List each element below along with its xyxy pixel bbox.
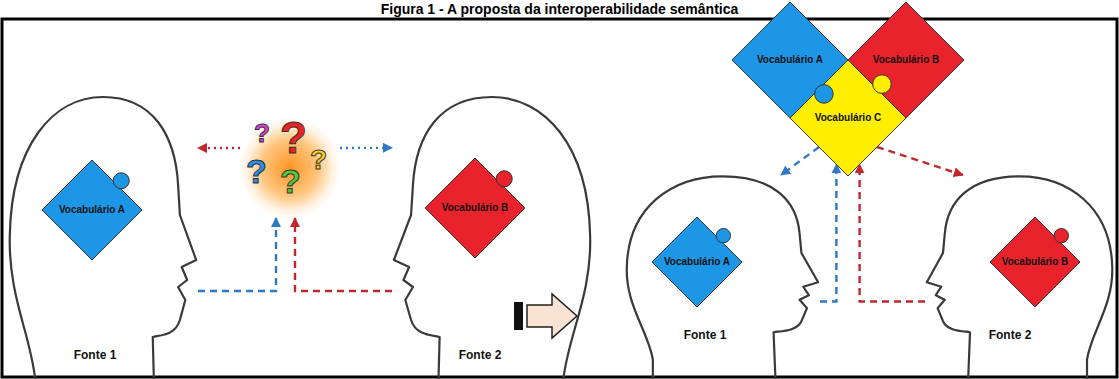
source-label: Fonte 2: [459, 348, 502, 362]
puzzle-knob: [716, 228, 730, 242]
puzzle-knob: [496, 171, 512, 187]
head-outline: [627, 176, 818, 379]
head-outline: [394, 97, 590, 379]
diamond-body: [425, 158, 525, 258]
connector-arrow: [340, 147, 392, 150]
vocabulary-label: Vocabulário A: [757, 54, 823, 66]
puzzle-knob: [1054, 228, 1068, 242]
puzzle-knob: [113, 173, 129, 189]
vocabulary-piece: Vocabulário B: [990, 217, 1080, 307]
source-head: Fonte 1 Vocabulário A: [8, 95, 198, 379]
connector-arrow: [295, 218, 392, 291]
diamond-body: [652, 217, 742, 307]
connector-arrow: [198, 147, 240, 150]
diamond-body: [790, 60, 906, 176]
puzzle-knob: [873, 75, 892, 94]
vocabulary-label: Vocabulário A: [664, 256, 730, 268]
transition-arrow: [527, 294, 577, 338]
diamond-body: [732, 2, 848, 118]
connector-arrow: [781, 147, 819, 175]
head-outline: [10, 97, 196, 379]
source-label: Fonte 1: [684, 328, 727, 342]
question-mark: ?: [254, 118, 270, 148]
source-label: Fonte 2: [989, 328, 1032, 342]
source-label: Fonte 1: [74, 348, 117, 362]
source-head: Fonte 1 Vocabulário A: [625, 175, 820, 379]
source-head: Fonte 2 Vocabulário B: [392, 95, 592, 379]
vocabulary-label: Vocabulário B: [873, 54, 940, 66]
connector-arrow: [820, 164, 836, 301]
question-mark: ?: [280, 113, 307, 162]
question-mark: ?: [246, 152, 267, 190]
vocabulary-label: Vocabulário A: [59, 204, 125, 216]
connector-arrow: [198, 218, 276, 291]
transition-bar: [514, 302, 523, 330]
connector-arrow: [877, 147, 963, 175]
vocabulary-label: Vocabulário B: [1002, 256, 1069, 268]
source-head: Fonte 2 Vocabulário B: [925, 175, 1114, 379]
diamond-body: [42, 160, 142, 260]
vocabulary-label: Vocabulário B: [442, 202, 509, 214]
puzzle-knob: [815, 85, 834, 104]
head-outline: [927, 176, 1113, 379]
connector-arrow: [860, 164, 925, 301]
confusion-cloud: ?????: [240, 118, 340, 218]
diamond-body: [990, 217, 1080, 307]
vocabulary-piece: Vocabulário A: [42, 160, 142, 260]
question-mark: ?: [280, 162, 301, 200]
question-mark: ?: [310, 144, 327, 175]
figure-title: Figura 1 - A proposta da interoperabilid…: [381, 1, 739, 17]
vocabulary-piece: Vocabulário A: [732, 2, 848, 118]
vocabulary-piece: Vocabulário B: [425, 158, 525, 258]
vocabulary-label: Vocabulário C: [815, 112, 882, 124]
vocabulary-piece: Vocabulário A: [652, 217, 742, 307]
